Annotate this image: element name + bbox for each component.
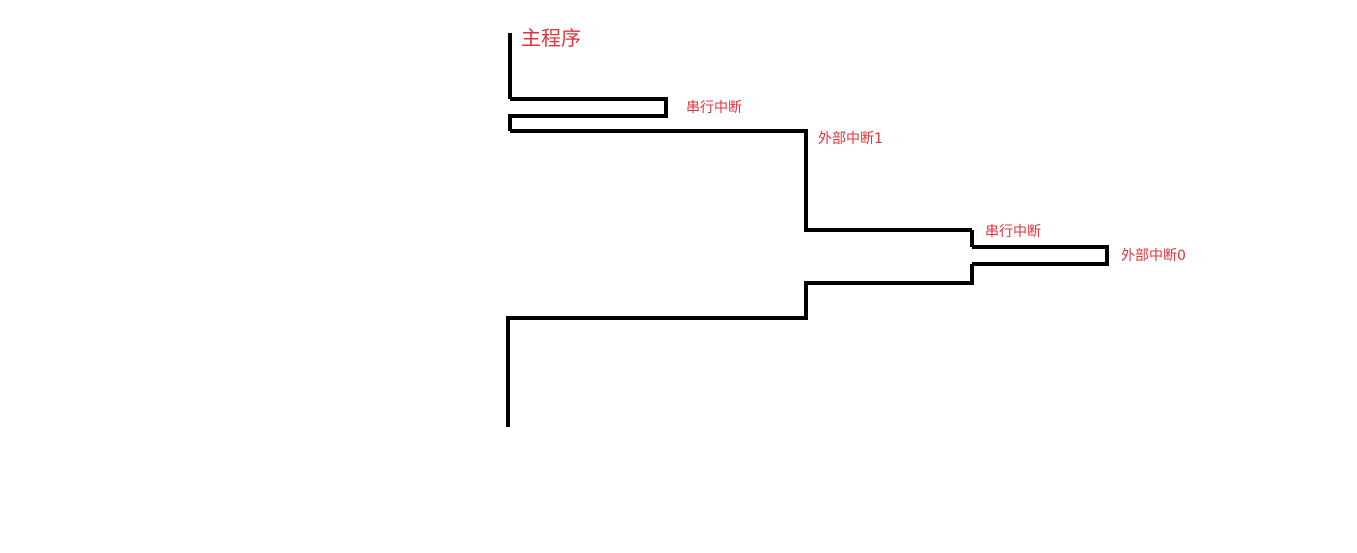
external-interrupt-1-branch: [510, 129, 972, 232]
main-program-label: 主程序: [521, 26, 581, 50]
external-interrupt-0-branch: [972, 245, 1109, 266]
return-path-line: [506, 264, 974, 427]
external-interrupt-1-label: 外部中断1: [818, 131, 883, 147]
serial-interrupt-2-label: 串行中断: [985, 224, 1041, 240]
serial-interrupt-1-branch: [508, 97, 668, 131]
external-interrupt-0-label: 外部中断0: [1121, 248, 1186, 264]
serial-interrupt-1-label: 串行中断: [686, 100, 742, 116]
